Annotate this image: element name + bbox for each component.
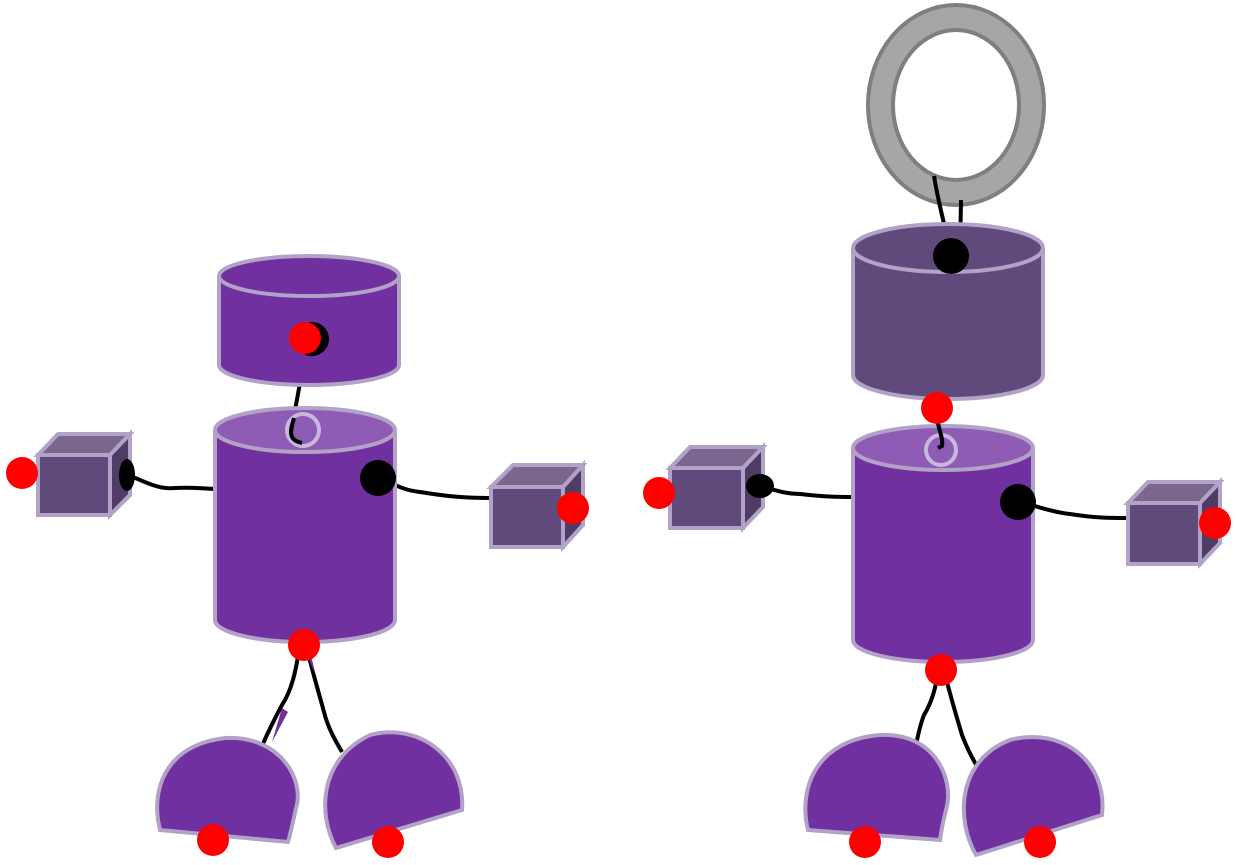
right-right-foot-red-joint bbox=[1024, 826, 1056, 858]
right-hip-red-joint bbox=[925, 654, 957, 686]
left-head-cylinder bbox=[217, 254, 401, 387]
left-left-foot bbox=[155, 735, 300, 845]
left-neck-socket bbox=[285, 412, 321, 448]
left-left-hand-red-joint bbox=[6, 457, 38, 489]
right-left-arm-black-joint bbox=[746, 474, 774, 498]
right-left-arm-wire bbox=[759, 484, 861, 499]
right-right-hand-cube bbox=[1123, 477, 1225, 569]
right-head-black-joint bbox=[933, 238, 969, 274]
right-right-leg-wire bbox=[942, 669, 980, 770]
left-left-hand-cube bbox=[33, 429, 135, 520]
left-left-arm-wire bbox=[125, 473, 219, 491]
left-right-leg-wire bbox=[304, 644, 344, 754]
left-leg-wire-shadow-2 bbox=[272, 708, 288, 742]
left-head-red-joint bbox=[289, 322, 321, 354]
right-robot bbox=[643, 3, 1231, 858]
left-hip-red-joint bbox=[288, 629, 320, 661]
left-right-arm-black-joint bbox=[360, 460, 396, 496]
right-right-hand-red-joint bbox=[1199, 507, 1231, 539]
left-neck-wire-end bbox=[289, 417, 303, 445]
right-left-foot-red-joint bbox=[849, 826, 881, 858]
left-right-foot bbox=[323, 730, 465, 851]
right-neck-red-joint bbox=[921, 392, 953, 424]
right-left-leg-wire bbox=[914, 669, 940, 746]
right-left-foot bbox=[803, 732, 951, 843]
right-right-foot bbox=[961, 734, 1105, 858]
left-torso-cylinder bbox=[213, 406, 397, 644]
right-left-hand-red-joint bbox=[643, 477, 675, 509]
left-left-leg-wire bbox=[260, 644, 302, 747]
right-ring bbox=[866, 3, 1046, 207]
right-torso-cylinder bbox=[851, 424, 1035, 664]
left-right-foot-red-joint bbox=[372, 826, 404, 858]
left-robot bbox=[6, 254, 589, 858]
left-left-foot-red-joint bbox=[197, 824, 229, 856]
right-right-arm-black-joint bbox=[1000, 484, 1036, 520]
left-right-hand-red-joint bbox=[557, 492, 589, 524]
left-left-arm-black-joint bbox=[119, 459, 135, 491]
